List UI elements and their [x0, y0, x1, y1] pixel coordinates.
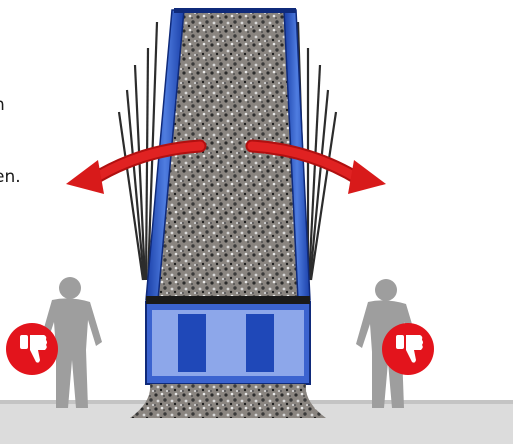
thumbs-down-icon	[20, 335, 47, 363]
gravel-pile	[130, 384, 326, 418]
curved-arrow-left-icon	[66, 139, 207, 194]
caption-line-1: n	[0, 95, 5, 115]
thumbs-down-badge-right	[382, 323, 434, 375]
thumbs-down-badge-left	[6, 323, 58, 375]
gravel-column	[150, 10, 304, 300]
caption-line-2: en.	[0, 167, 21, 187]
thumbs-down-icon	[396, 335, 423, 363]
curved-arrow-right-icon	[245, 139, 386, 194]
person-left	[40, 277, 102, 408]
